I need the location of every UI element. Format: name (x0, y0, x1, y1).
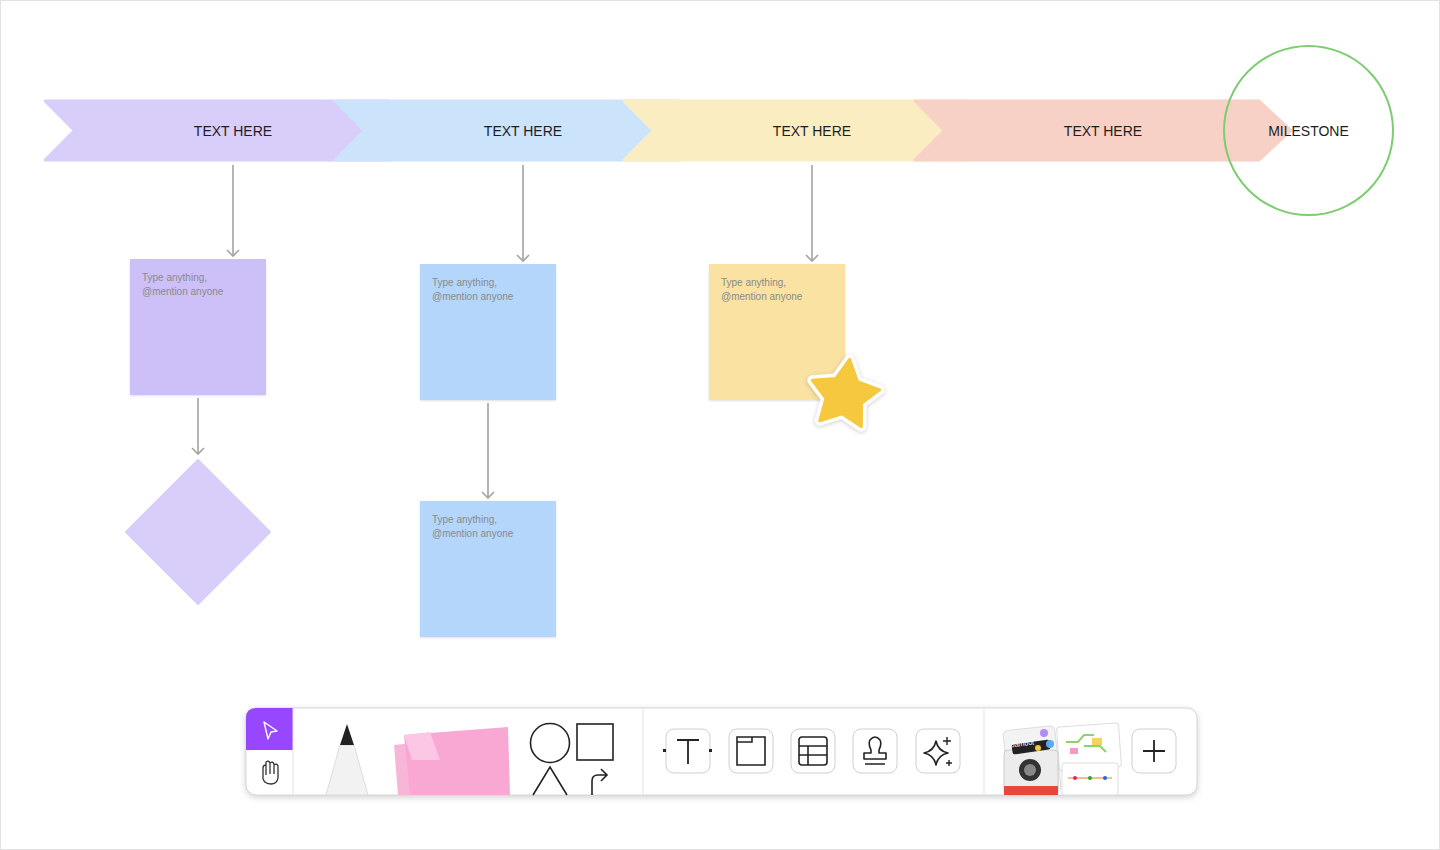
toolbar (246, 708, 1197, 797)
placeholder-text: Type anything, @mention anyone (432, 276, 544, 304)
decision-diamond (126, 460, 270, 604)
connector-arrow (487, 403, 489, 498)
connector-arrow (811, 165, 813, 261)
sticky-note: Type anything, @mention anyone (420, 264, 556, 400)
shape-label: TEXT HERE (913, 123, 1293, 139)
process-chevron: TEXT HERE (913, 99, 1293, 162)
placeholder-text: Type anything, @mention anyone (432, 513, 544, 541)
connector-arrow (522, 165, 524, 261)
arrow-line (197, 398, 199, 454)
placeholder-text: Type anything, @mention anyone (721, 276, 833, 304)
sticky-note: Type anything, @mention anyone (130, 259, 266, 395)
milestone-circle: MILESTONE (1223, 45, 1394, 216)
sticky-note: Type anything, @mention anyone (420, 501, 556, 637)
connector-arrow (232, 165, 234, 256)
star-sticker (807, 355, 883, 429)
placeholder-text: Type anything, @mention anyone (142, 271, 254, 299)
shape-label: MILESTONE (1268, 123, 1349, 139)
star-sticker-border (807, 355, 883, 429)
